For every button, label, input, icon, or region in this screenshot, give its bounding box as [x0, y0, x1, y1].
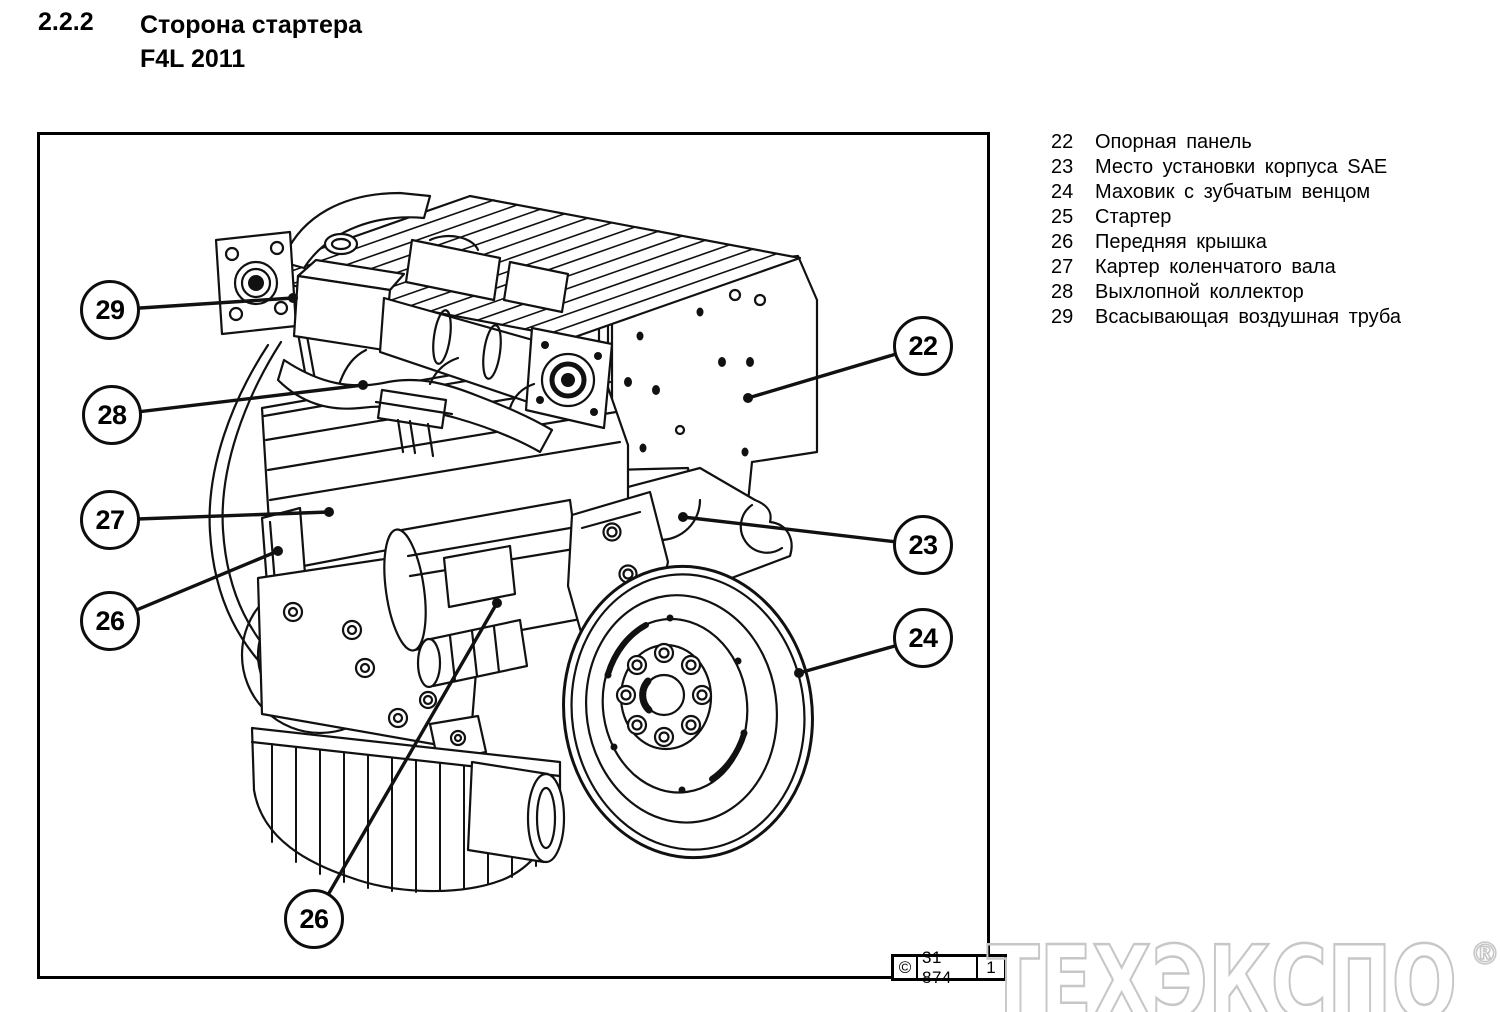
exhaust-manifold — [276, 348, 554, 458]
callout-27-label: 27 — [95, 504, 125, 535]
legend-item-label: Маховик с зубчатым венцом — [1095, 181, 1371, 203]
callout-27: 27 — [80, 490, 140, 550]
legend-item-label: Опорная панель — [1095, 131, 1252, 153]
callout-28: 28 — [82, 385, 142, 445]
legend-item-label: Передняя крышка — [1095, 231, 1267, 253]
legend-item: 25 Стартер — [1051, 205, 1401, 230]
callout-28-label: 28 — [97, 399, 127, 430]
legend-item-label: Место установки корпуса SAE — [1095, 156, 1388, 178]
legend-item-number: 28 — [1051, 281, 1074, 303]
legend-item: 26 Передняя крышка — [1051, 230, 1401, 255]
flywheel — [562, 564, 814, 860]
legend-item-label: Картер коленчатого вала — [1095, 256, 1336, 278]
figure-number: 31 874 — [918, 948, 978, 987]
callout-24: 24 — [893, 608, 953, 668]
legend-item-number: 22 — [1051, 131, 1074, 153]
engine-model: F4L 2011 — [140, 45, 246, 73]
legend-item: 22 Опорная панель — [1051, 130, 1401, 155]
section-title: Сторона стартера — [140, 11, 363, 39]
callout-26-left: 26 — [80, 591, 140, 651]
callout-22-label: 22 — [908, 330, 938, 361]
figure-sheet-index: 1 — [986, 957, 996, 977]
callout-26-left-label: 26 — [95, 605, 125, 636]
lower-cylinder — [466, 760, 566, 864]
section-number: 2.2.2 — [38, 8, 94, 36]
callout-26-bottom: 26 — [284, 889, 344, 949]
leader-lines — [108, 293, 925, 921]
page-title: Сторона стартера F4L 2011 — [140, 8, 362, 76]
callout-23: 23 — [893, 515, 953, 575]
copyright-mark: © — [894, 957, 918, 978]
legend-item: 29 Всасывающая воздушная труба — [1051, 305, 1401, 330]
callout-22: 22 — [893, 316, 953, 376]
legend-item-number: 23 — [1051, 156, 1074, 178]
figure-frame — [37, 132, 990, 979]
legend-item: 24 Маховик с зубчатым венцом — [1051, 180, 1401, 205]
parts-legend: 22 Опорная панель 23 Место установки корпу… — [1051, 130, 1401, 330]
figure-number-stamp: © 31 874 1 — [891, 948, 1007, 987]
legend-item: 28 Выхлопной коллектор — [1051, 280, 1401, 305]
legend-item-number: 24 — [1051, 181, 1074, 203]
legend-item-label: Выхлопной коллектор — [1095, 281, 1304, 303]
legend-item: 27 Картер коленчатого вала — [1051, 255, 1401, 280]
callout-23-label: 23 — [908, 529, 938, 560]
legend-item-label: Всасывающая воздушная труба — [1095, 306, 1402, 328]
callout-24-label: 24 — [908, 622, 938, 653]
legend-item-label: Стартер — [1095, 206, 1172, 228]
legend-item-number: 25 — [1051, 206, 1074, 228]
intake-air-pipe — [214, 191, 614, 430]
legend-item: 23 Место установки корпуса SAE — [1051, 155, 1401, 180]
callout-26-bottom-label: 26 — [299, 903, 329, 934]
callout-29-label: 29 — [95, 294, 125, 325]
legend-item-number: 29 — [1051, 306, 1074, 328]
legend-item-number: 27 — [1051, 256, 1074, 278]
callout-29: 29 — [80, 280, 140, 340]
legend-item-number: 26 — [1051, 231, 1074, 253]
